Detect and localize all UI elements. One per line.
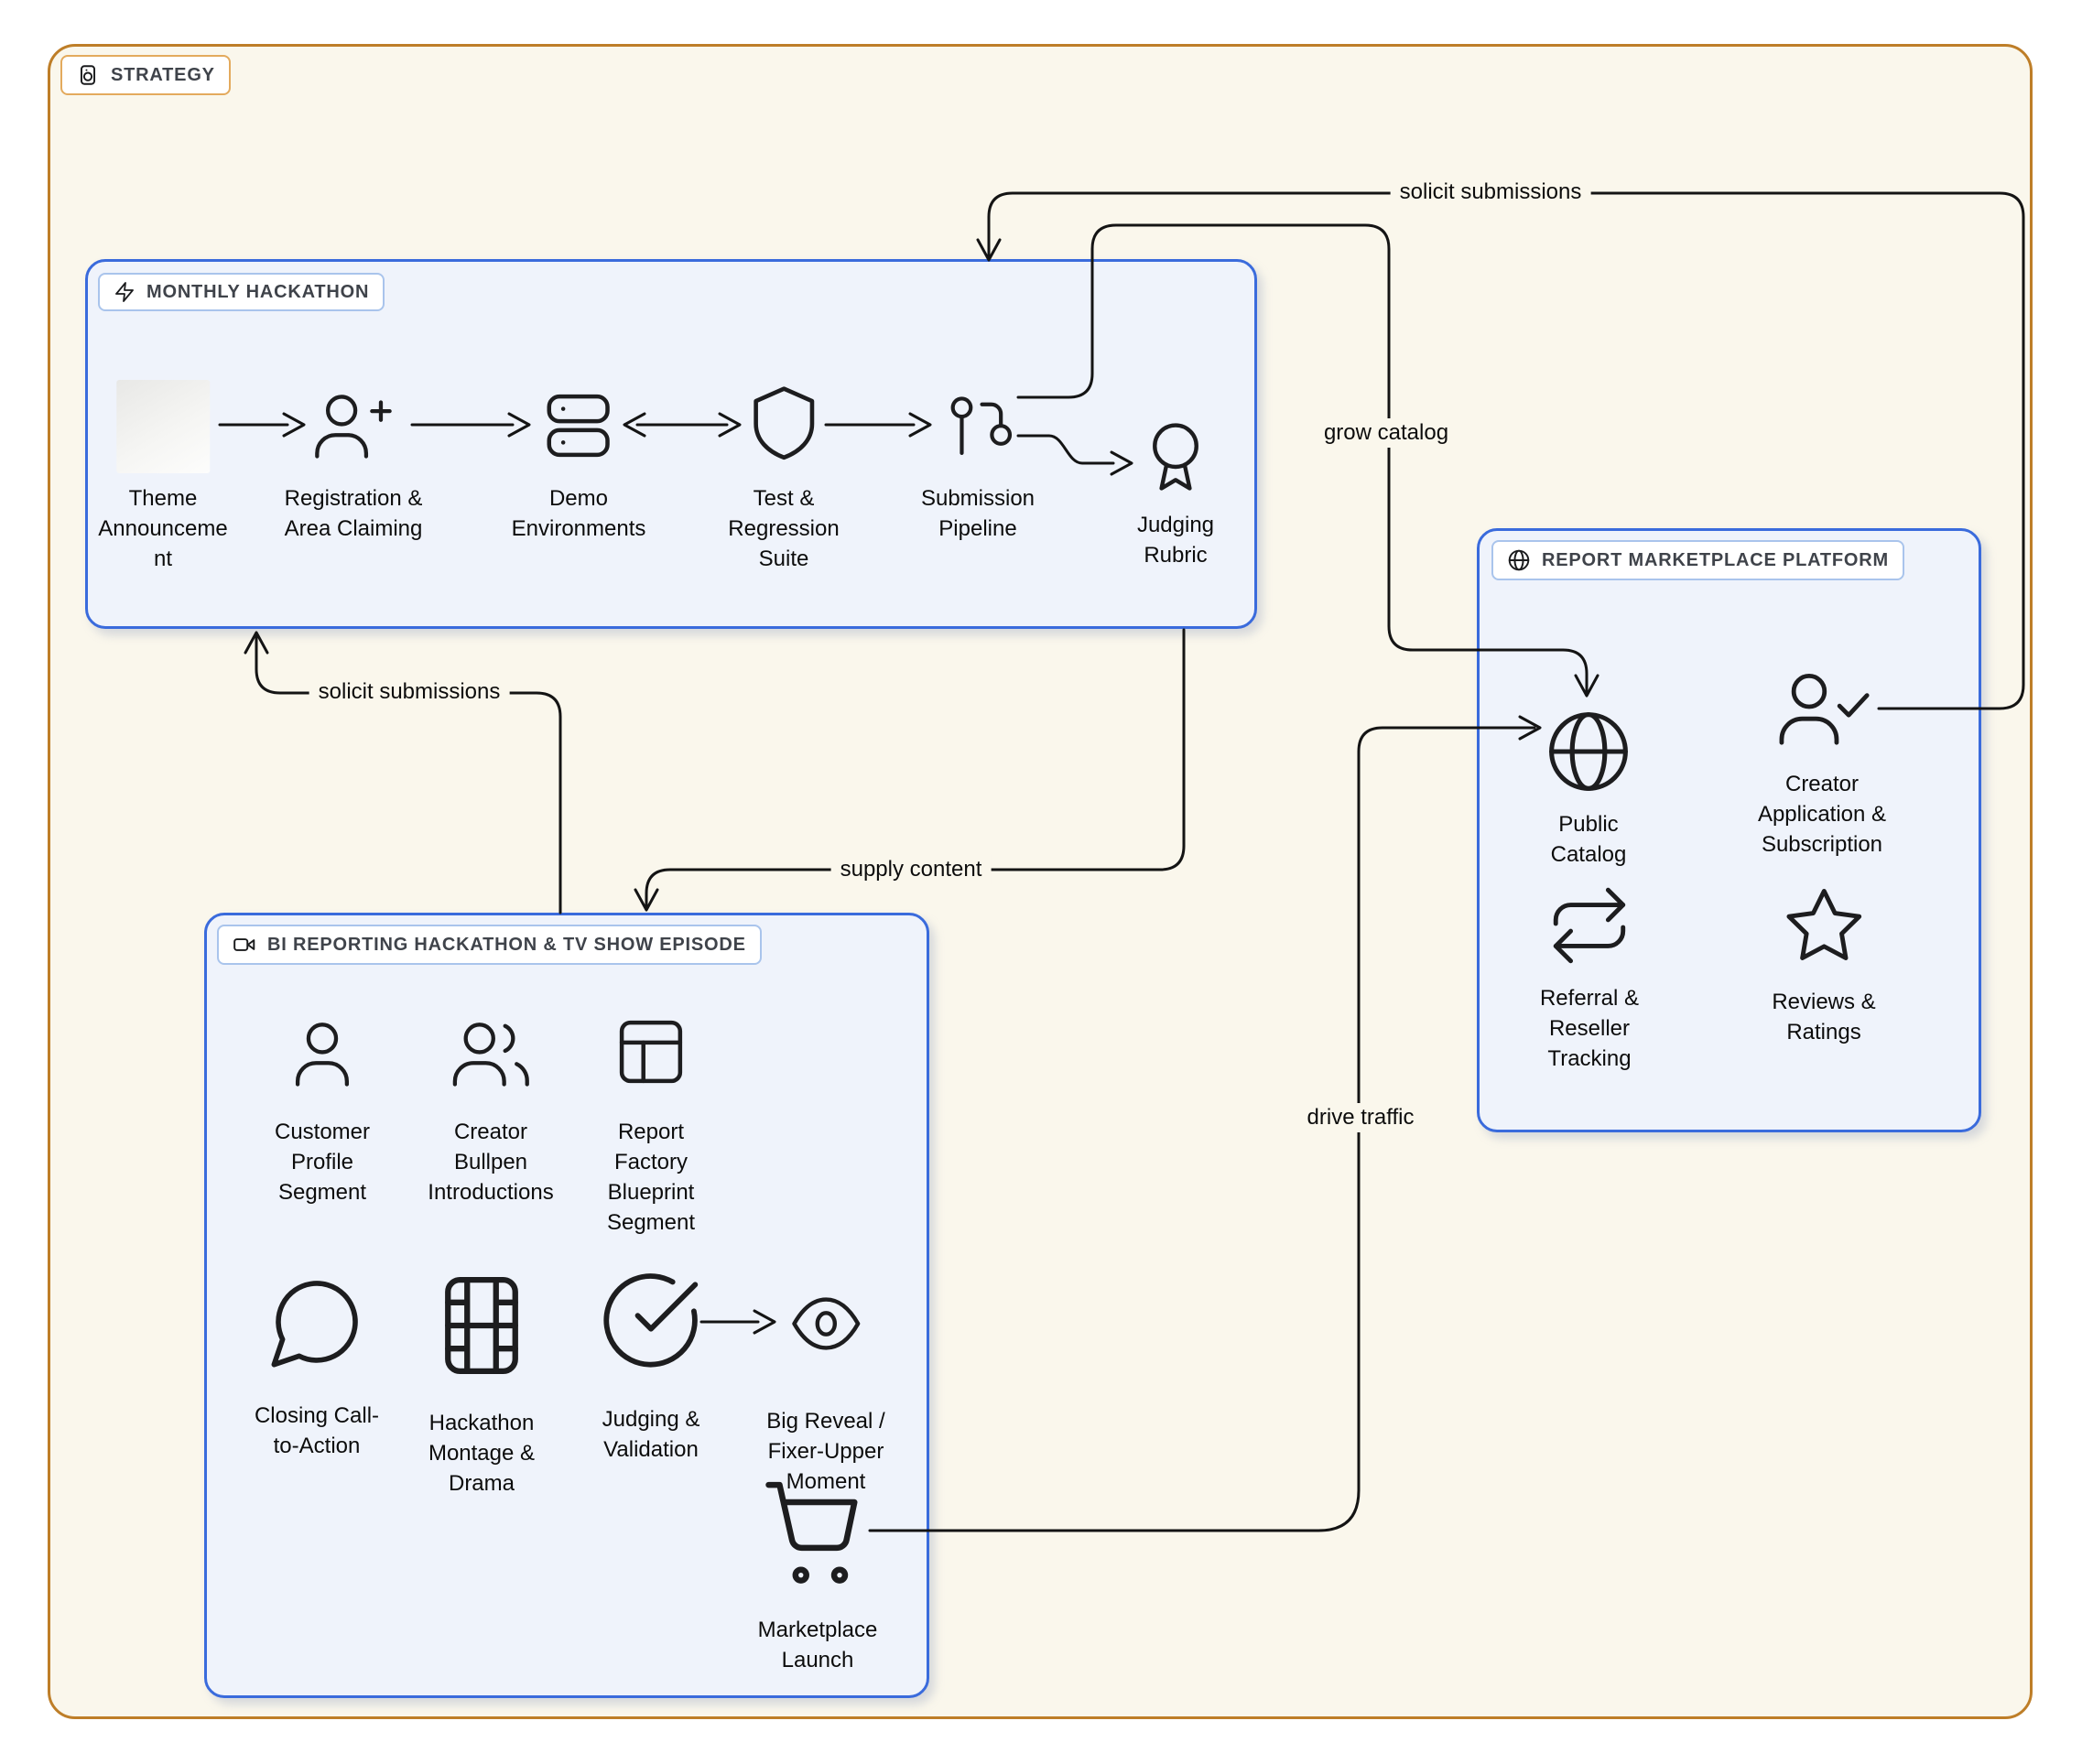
layout-panel-icon (619, 1020, 683, 1084)
user-check-icon (1779, 674, 1870, 745)
speech-bubble-icon (271, 1281, 358, 1368)
git-pipeline-icon (950, 396, 1013, 456)
node-reviews-ratings[interactable]: Reviews & Ratings (1772, 881, 1876, 1047)
node-demo-environments[interactable]: Demo Environments (511, 384, 646, 544)
node-judging-validation[interactable]: Judging & Validation (598, 1267, 704, 1465)
server-stack-icon (547, 394, 611, 458)
node-label: Marketplace Launch (757, 1618, 878, 1672)
repeat-icon (1553, 887, 1626, 964)
node-label: Report Factory Blueprint Segment (606, 1120, 696, 1235)
node-label: Submission Pipeline (920, 486, 1036, 541)
node-label: Registration & Area Claiming (284, 486, 423, 541)
connector-label-drive-traffic: drive traffic (1297, 1103, 1424, 1132)
node-label: Public Catalog (1550, 812, 1627, 867)
user-icon (295, 1023, 350, 1087)
node-theme-announcement[interactable]: Theme Announceme nt (98, 380, 228, 574)
episode-badge[interactable]: BI REPORTING HACKATHON & TV SHOW EPISODE (217, 925, 762, 965)
node-label: Test & Regression Suite (728, 486, 840, 571)
zap-icon (115, 282, 134, 302)
node-big-reveal[interactable]: Big Reveal / Fixer-Upper Moment (766, 1283, 885, 1497)
blank-square-icon (116, 380, 210, 473)
node-submission-pipeline[interactable]: Submission Pipeline (921, 390, 1035, 544)
connector-label-grow-catalog: grow catalog (1314, 418, 1458, 448)
hackathon-badge[interactable]: MONTHLY HACKATHON (98, 273, 385, 311)
node-label: Creator Application & Subscription (1757, 772, 1887, 857)
node-report-blueprint[interactable]: Report Factory Blueprint Segment (607, 1011, 695, 1238)
node-label: Customer Profile Segment (274, 1120, 371, 1205)
node-label: Judging Rubric (1136, 513, 1215, 568)
shield-icon (754, 386, 814, 460)
node-referral-tracking[interactable]: Referral & Reseller Tracking (1540, 881, 1639, 1074)
connector-label-solicit-left: solicit submissions (309, 677, 510, 707)
eye-icon (791, 1297, 861, 1350)
node-label: Judging & Validation (602, 1407, 700, 1462)
node-label: Closing Call- to-Action (254, 1403, 380, 1458)
strategy-badge[interactable]: STRATEGY (60, 55, 231, 95)
connector-label-supply-content: supply content (830, 855, 992, 884)
marketplace-badge[interactable]: REPORT MARKETPLACE PLATFORM (1491, 540, 1904, 580)
globe-icon (1508, 549, 1530, 571)
node-creator-bullpen[interactable]: Creator Bullpen Introductions (428, 1016, 554, 1207)
node-customer-profile[interactable]: Customer Profile Segment (275, 1016, 370, 1207)
hackathon-title: MONTHLY HACKATHON (146, 281, 370, 302)
episode-title: BI REPORTING HACKATHON & TV SHOW EPISODE (267, 934, 746, 955)
node-judging-rubric[interactable]: Judging Rubric (1135, 417, 1216, 570)
node-label: Reviews & Ratings (1772, 990, 1876, 1044)
film-icon (445, 1276, 518, 1375)
users-icon (452, 1023, 529, 1087)
node-hackathon-montage[interactable]: Hackathon Montage & Drama (424, 1268, 539, 1499)
globe-icon (1549, 712, 1628, 791)
strategy-title: STRATEGY (111, 64, 215, 85)
node-label: Referral & Reseller Tracking (1539, 986, 1640, 1071)
node-label: Demo Environments (511, 486, 646, 541)
marketplace-title: REPORT MARKETPLACE PLATFORM (1542, 549, 1889, 570)
node-test-suite[interactable]: Test & Regression Suite (728, 382, 840, 574)
node-registration[interactable]: Registration & Area Claiming (284, 388, 423, 544)
user-plus-icon (315, 395, 393, 459)
node-label: Creator Bullpen Introductions (428, 1120, 554, 1205)
node-label: Theme Announceme nt (98, 486, 228, 571)
node-label: Big Reveal / Fixer-Upper Moment (766, 1409, 885, 1494)
connector-label-solicit-top: solicit submissions (1390, 178, 1591, 207)
node-public-catalog[interactable]: Public Catalog (1542, 705, 1635, 870)
node-creator-application[interactable]: Creator Application & Subscription (1758, 666, 1886, 860)
star-icon (1786, 888, 1861, 960)
video-camera-icon (233, 938, 255, 951)
frame-goal-icon (80, 65, 96, 85)
node-closing-cta[interactable]: Closing Call- to-Action (255, 1271, 379, 1461)
circle-check-icon (603, 1273, 699, 1368)
award-icon (1153, 423, 1198, 491)
node-marketplace-launch[interactable]: Marketplace Launch (757, 1472, 878, 1675)
monthly-hackathon-group[interactable] (85, 259, 1257, 629)
node-label: Hackathon Montage & Drama (428, 1411, 536, 1496)
shopping-cart-icon (765, 1481, 858, 1584)
